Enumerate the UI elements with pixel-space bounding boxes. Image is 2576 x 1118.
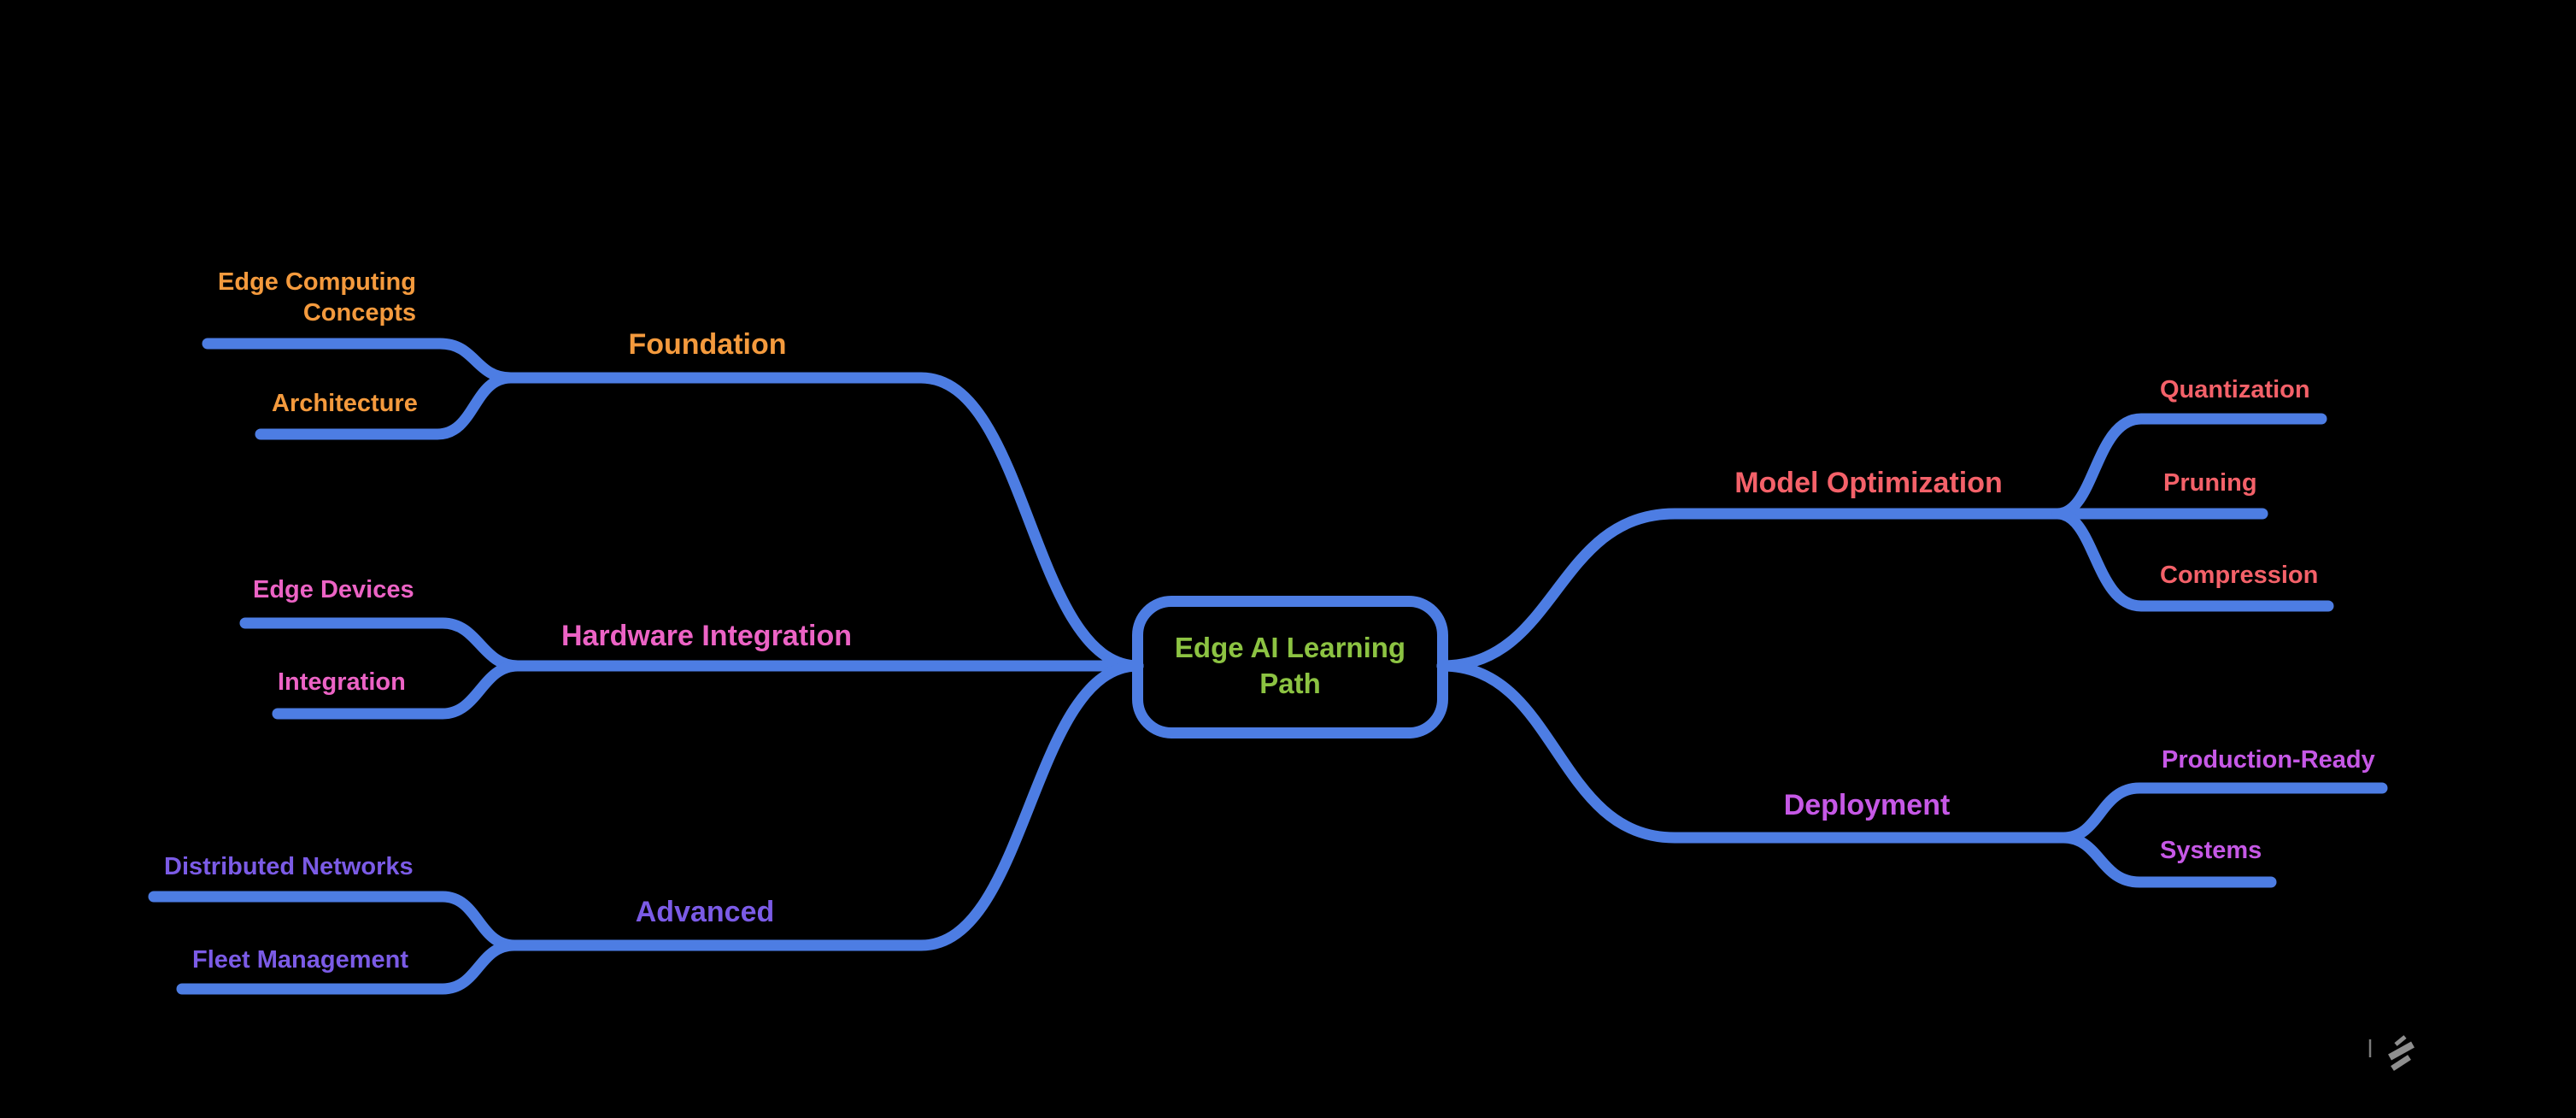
node-production-ready-label[interactable]: Production-Ready [2162,746,2375,774]
connector-compression [2051,508,2334,612]
node-integration-label[interactable]: Integration [278,668,406,696]
node-fleet-management-label[interactable]: Fleet Management [192,946,408,974]
node-pruning-label[interactable]: Pruning [2163,469,2257,497]
node-edge-computing-concepts-label[interactable]: Edge Computing Concepts [218,268,416,327]
node-architecture-label[interactable]: Architecture [272,390,418,417]
branch-deployment-label[interactable]: Deployment [1783,789,1951,821]
root-node-label[interactable]: Edge AI Learning Path [1174,632,1406,699]
connector-fleet-management [176,939,520,995]
connector-model-optimization [1436,508,2063,672]
connector-architecture [255,372,517,440]
node-systems-label[interactable]: Systems [2160,837,2262,864]
branch-model-optimization-label[interactable]: Model Optimization [1734,467,2003,499]
connector-systems [2057,832,2277,888]
branch-foundation-label[interactable]: Foundation [628,328,787,361]
node-quantization-label[interactable]: Quantization [2160,376,2310,403]
branch-hardware-integration-label[interactable]: Hardware Integration [560,620,853,652]
node-compression-label[interactable]: Compression [2160,562,2319,589]
connector-advanced [508,660,1144,951]
connector-integration [272,660,524,720]
connector-foundation [505,372,1144,672]
branch-advanced-label[interactable]: Advanced [635,896,775,928]
node-distributed-networks-label[interactable]: Distributed Networks [164,853,414,880]
connector-deployment [1436,660,2069,844]
root-node[interactable] [1132,596,1448,738]
node-edge-devices-label[interactable]: Edge Devices [253,576,414,603]
